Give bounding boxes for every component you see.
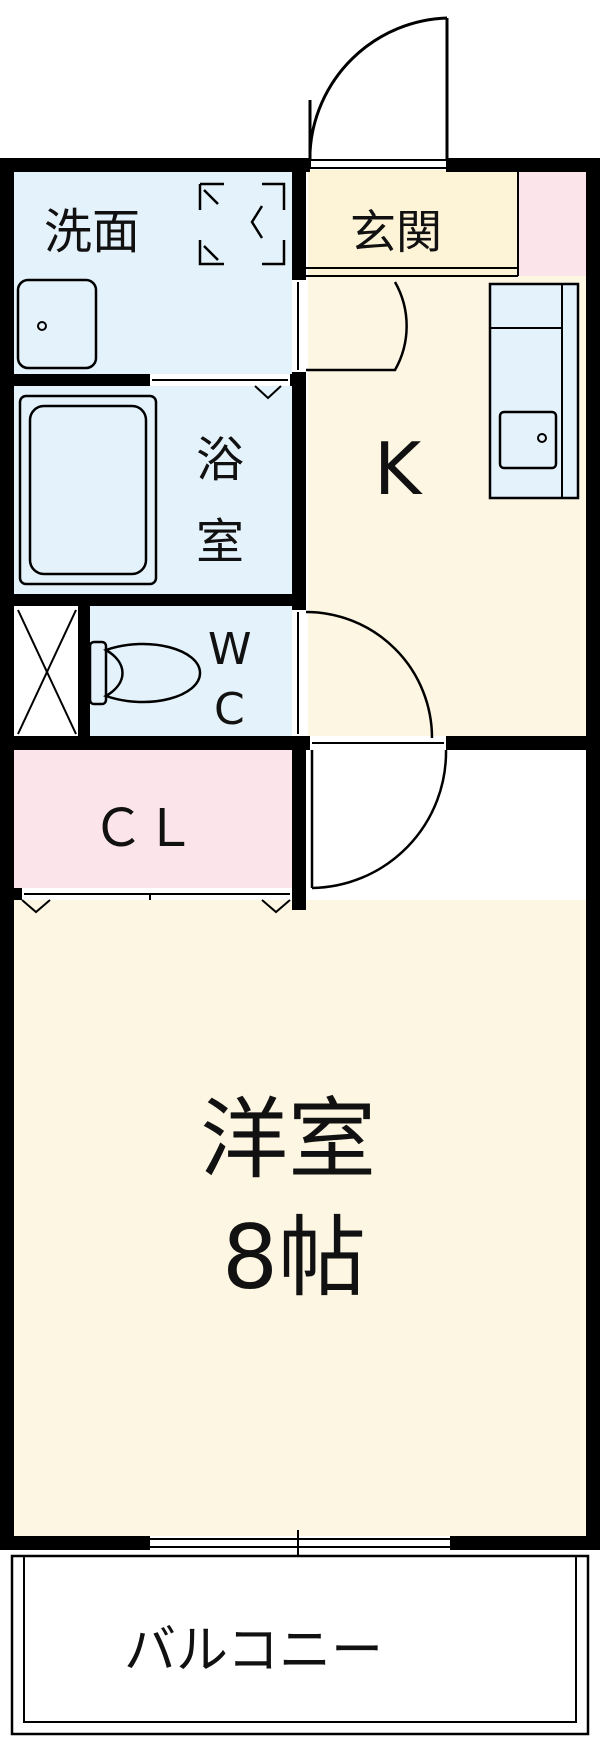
western-room-label-1: 洋室 xyxy=(200,1088,376,1191)
toilet xyxy=(88,640,202,706)
closet-area xyxy=(14,750,300,890)
closet-label: ＣＬ xyxy=(92,799,196,859)
bath-label-2: 室 xyxy=(196,514,244,570)
kitchen-label: K xyxy=(374,427,423,511)
western-room-area xyxy=(14,900,586,1540)
shoe-box xyxy=(518,170,586,276)
western-room-label-2: 8帖 xyxy=(222,1206,366,1309)
kitchen-sink xyxy=(498,410,558,470)
wc-label-2: C xyxy=(214,684,245,735)
balcony-area xyxy=(10,1554,590,1736)
washer-space xyxy=(198,182,286,266)
balcony-label: バルコニー xyxy=(124,1621,383,1681)
washbasin xyxy=(16,278,98,370)
bathtub xyxy=(18,394,158,586)
entrance-label: 玄関 xyxy=(350,205,442,259)
entrance-area xyxy=(308,170,518,276)
washroom-label: 洗面 xyxy=(44,204,140,260)
bath-label-1: 浴 xyxy=(196,432,244,488)
wc-label-1: W xyxy=(208,624,252,675)
